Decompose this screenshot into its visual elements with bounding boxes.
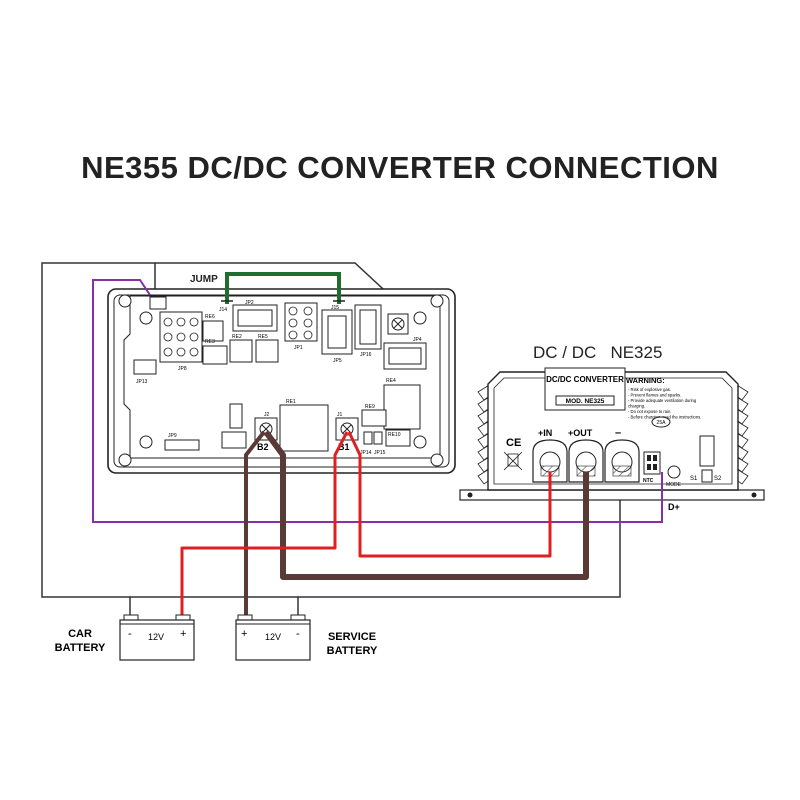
label-re9: RE9	[365, 404, 375, 410]
service-positive-wire	[244, 430, 266, 622]
page-title: NE355 DC/DC CONVERTER CONNECTION	[81, 150, 719, 185]
car-battery-label-1: CAR	[68, 628, 92, 640]
label-jp4: JP4	[413, 337, 422, 343]
car-battery: - + 12V CAR BATTERY	[55, 614, 195, 661]
label-jp13: JP13	[136, 379, 148, 385]
label-re2: RE2	[232, 334, 242, 340]
label-jp14: JP14	[360, 450, 372, 456]
terminal-minus	[604, 439, 640, 483]
label-jp2: JP2	[245, 300, 254, 306]
s1-label: S1	[690, 476, 698, 482]
ntc-label: NTC	[643, 478, 654, 484]
car-battery-minus: -	[128, 628, 132, 640]
terminal-in	[532, 439, 568, 483]
label-jp15: JP15	[374, 450, 386, 456]
jumper-wire: JUMP	[190, 272, 345, 304]
mode-button[interactable]	[667, 465, 681, 479]
label-jp9: JP9	[168, 433, 177, 439]
service-battery-plus: +	[241, 628, 247, 640]
label-jp16: JP16	[360, 352, 372, 358]
warning-line: - Prevent flames and sparks.	[628, 393, 681, 398]
s2-label: S2	[714, 476, 722, 482]
label-j1: J1	[337, 412, 343, 418]
service-battery-voltage: 12V	[265, 632, 281, 642]
label-re5: RE5	[258, 334, 268, 340]
label-jp8: JP8	[178, 366, 187, 372]
jump-label: JUMP	[190, 274, 218, 285]
terminal-out-label: +OUT	[568, 428, 593, 438]
label-re3: RE3	[205, 339, 215, 345]
dc-converter: DC / DC NE325 DC/DC CONVERTER MOD. NE325…	[459, 343, 765, 501]
car-positive-wire	[180, 431, 349, 622]
car-battery-voltage: 12V	[148, 632, 164, 642]
converter-heading: DC / DC NE325	[533, 343, 662, 362]
fuse-label: 25A	[657, 420, 667, 426]
converter-box-title: DC/DC CONVERTER	[546, 375, 624, 384]
converter-in-wire	[347, 431, 552, 558]
service-battery: + - 12V SERVICE BATTERY	[235, 614, 378, 661]
output-wire	[263, 430, 589, 580]
terminal-b1: B1	[338, 442, 350, 452]
terminal-in-label: +IN	[538, 428, 552, 438]
label-jp5: JP5	[333, 358, 342, 364]
car-battery-label-2: BATTERY	[55, 642, 106, 654]
converter-model: MOD. NE325	[566, 398, 605, 405]
ground-wire-board	[155, 262, 396, 301]
car-battery-plus: +	[180, 628, 186, 640]
ground-wire-converter	[298, 470, 621, 598]
ground-wire-service	[130, 596, 299, 617]
label-j14: J14	[219, 307, 227, 313]
label-re4: RE4	[386, 378, 396, 384]
ce-mark: CE	[506, 437, 521, 449]
service-battery-label-2: BATTERY	[327, 645, 378, 657]
warning-line: - Risk of explosive gas.	[628, 387, 671, 392]
warning-line: - Do not expose to rain.	[628, 409, 672, 414]
terminal-b2: B2	[257, 442, 269, 452]
service-battery-label-1: SERVICE	[328, 631, 376, 643]
warning-title: WARNING:	[626, 376, 665, 385]
d-plus-wire: D+	[92, 279, 680, 523]
label-jp1: JP1	[294, 345, 303, 351]
label-j2: J2	[264, 412, 270, 418]
warning-line: charging.	[628, 404, 645, 409]
weee-bin-icon	[503, 451, 523, 471]
d-plus-label: D+	[668, 502, 680, 512]
ground-wire-left	[41, 262, 156, 617]
warning-line: - Provide adequate ventilation during	[628, 398, 697, 403]
label-j15: J15	[331, 305, 339, 311]
ground-wire	[41, 262, 621, 617]
main-board: JP8 RE6 RE3 RE2 RE5 JP2 J14 JP1 J15 JP5 …	[107, 288, 456, 474]
terminal-minus-label: –	[615, 427, 621, 439]
service-battery-minus: -	[296, 628, 300, 640]
label-re1: RE1	[286, 399, 296, 405]
mode-label: MODE	[666, 482, 682, 488]
label-re10: RE10	[388, 432, 401, 438]
label-re6: RE6	[205, 314, 215, 320]
